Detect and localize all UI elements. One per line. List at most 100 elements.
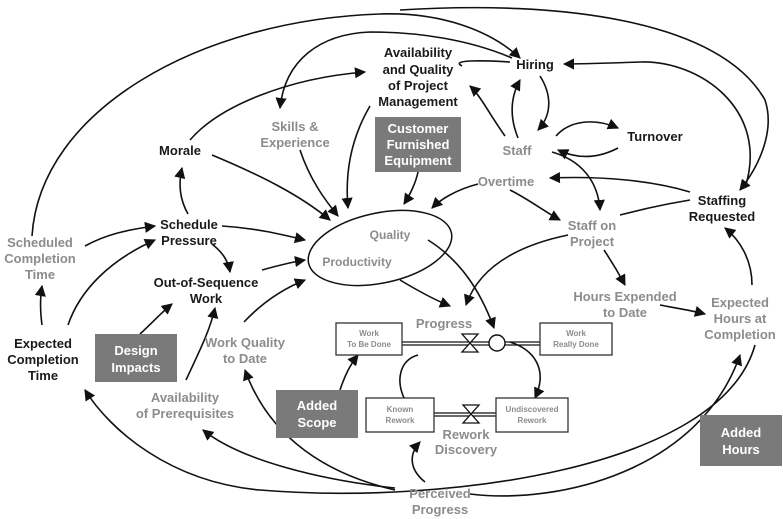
var-skills-1: Skills & — [272, 119, 319, 134]
var-availability-pm-4: Management — [378, 94, 458, 109]
stock-work-really-done — [539, 322, 613, 356]
link-perceived-to-expected-hours — [469, 353, 742, 497]
link-morale-to-productivity — [211, 154, 331, 221]
link-skills-to-productivity — [299, 149, 339, 217]
added-hours-label-1: Added — [721, 425, 762, 440]
link-overtime-to-productivity — [431, 183, 479, 209]
link-top-to-staffing — [399, 6, 769, 191]
var-sct-2: Completion — [4, 251, 76, 266]
cfe-label-1: Customer — [388, 121, 449, 136]
stock-kr-label-1: Known — [387, 405, 414, 414]
var-quality: Quality — [370, 228, 411, 242]
stock-work-to-be-done — [335, 322, 403, 356]
link-cfe-to-productivity — [403, 171, 419, 205]
var-progress: Progress — [416, 316, 472, 331]
var-rework-discovery-1: Rework — [443, 427, 491, 442]
var-perceived-progress-1: Perceived — [409, 486, 470, 501]
var-sop-2: Project — [570, 234, 615, 249]
link-prereq-to-oos — [185, 306, 219, 381]
added-scope-label-1: Added — [297, 398, 338, 413]
link-ect-to-sct — [34, 284, 46, 326]
added-hours-label-2: Hours — [722, 442, 760, 457]
progress-valve-icon — [460, 333, 480, 353]
var-ect-2: Completion — [7, 352, 79, 367]
link-design-to-oos — [139, 303, 173, 335]
link-staffing-to-hiring — [562, 58, 751, 189]
link-staffing-to-overtime — [548, 172, 691, 193]
link-staff-to-hiring — [510, 79, 521, 139]
var-availability-pm-2: and Quality — [383, 62, 455, 77]
link-sp-to-morale — [174, 166, 189, 215]
var-morale: Morale — [159, 143, 201, 158]
link-productivity-to-progress — [399, 279, 452, 308]
added-scope-label-2: Scope — [297, 415, 336, 430]
stock-wrd-label-2: Really Done — [553, 340, 599, 349]
var-oos-1: Out-of-Sequence — [154, 275, 259, 290]
link-ect-to-hiring — [31, 13, 521, 237]
link-staff-to-pm — [469, 85, 506, 137]
link-overtime-to-staff-on-project — [509, 189, 561, 221]
var-staff: Staff — [503, 143, 533, 158]
link-sop-to-hours — [603, 249, 626, 286]
stock-flow: Work To Be Done Work Really Done Known R… — [335, 322, 613, 433]
var-productivity: Productivity — [322, 255, 392, 269]
var-perceived-progress-2: Progress — [412, 502, 468, 517]
link-sct-to-sp — [84, 221, 157, 247]
link-pm-to-productivity — [341, 105, 371, 210]
design-impacts-box — [95, 334, 177, 382]
link-quality-to-valve — [427, 239, 496, 330]
link-hours-to-expected — [659, 304, 707, 317]
var-prereq-1: Availability — [151, 390, 220, 405]
var-availability-pm-3: of Project — [388, 78, 449, 93]
link-hiring-to-skills — [275, 31, 513, 110]
design-impacts-label-2: Impacts — [111, 360, 160, 375]
var-ect-3: Time — [28, 368, 58, 383]
customer-furnished-equipment-box — [375, 117, 461, 172]
added-scope-box — [276, 390, 358, 438]
var-availability-pm-1: Availability — [384, 45, 453, 60]
var-ect-1: Expected — [14, 336, 72, 351]
link-perceived-to-rework-discovery — [409, 441, 426, 483]
var-hours-expended-1: Hours Expended — [573, 289, 676, 304]
cfe-label-3: Equipment — [384, 153, 452, 168]
stock-ur-label-1: Undiscovered — [506, 405, 559, 414]
var-work-quality-1: Work Quality — [205, 335, 286, 350]
stock-known-rework — [365, 397, 435, 433]
var-schedule-pressure-1: Schedule — [160, 217, 218, 232]
link-sop-to-progress — [464, 234, 569, 307]
var-turnover: Turnover — [627, 129, 682, 144]
rework-discovery-valve-icon — [461, 404, 481, 424]
var-hours-expended-2: to Date — [603, 305, 647, 320]
var-staffing-requested-2: Requested — [689, 209, 756, 224]
link-perceived-to-prereq — [202, 429, 396, 489]
stock-wtbd-label-2: To Be Done — [347, 340, 391, 349]
var-expected-hours-1: Expected — [711, 295, 769, 310]
variable-labels: Availability and Quality of Project Mana… — [4, 45, 776, 517]
var-prereq-2: of Prerequisites — [136, 406, 234, 421]
var-work-quality-2: to Date — [223, 351, 267, 366]
var-staffing-requested-1: Staffing — [698, 193, 746, 208]
rework-converter-icon — [488, 334, 506, 352]
var-oos-2: Work — [190, 291, 223, 306]
stock-kr-label-2: Rework — [386, 416, 415, 425]
var-rework-discovery-2: Discovery — [435, 442, 498, 457]
design-impacts-label-1: Design — [114, 343, 157, 358]
cfe-label-2: Furnished — [387, 137, 450, 152]
link-perceived-to-wq — [243, 368, 396, 491]
productivity-ellipse — [307, 209, 453, 287]
stock-undiscovered-rework — [495, 397, 569, 433]
link-oos-to-productivity — [261, 255, 307, 271]
link-known-rework-to-wtbd — [399, 354, 419, 401]
link-staffing-to-staff-on-project — [619, 199, 691, 216]
link-hiring-to-staff — [537, 75, 550, 131]
var-schedule-pressure-2: Pressure — [161, 233, 217, 248]
var-sct-1: Scheduled — [7, 235, 73, 250]
link-hiring-to-pm — [458, 60, 511, 67]
var-sct-3: Time — [25, 267, 55, 282]
var-expected-hours-2: Hours at — [714, 311, 767, 326]
link-scope-to-wtbd — [339, 354, 359, 391]
link-expected-hours-to-ect — [84, 344, 756, 494]
link-sp-to-oos — [211, 243, 234, 274]
